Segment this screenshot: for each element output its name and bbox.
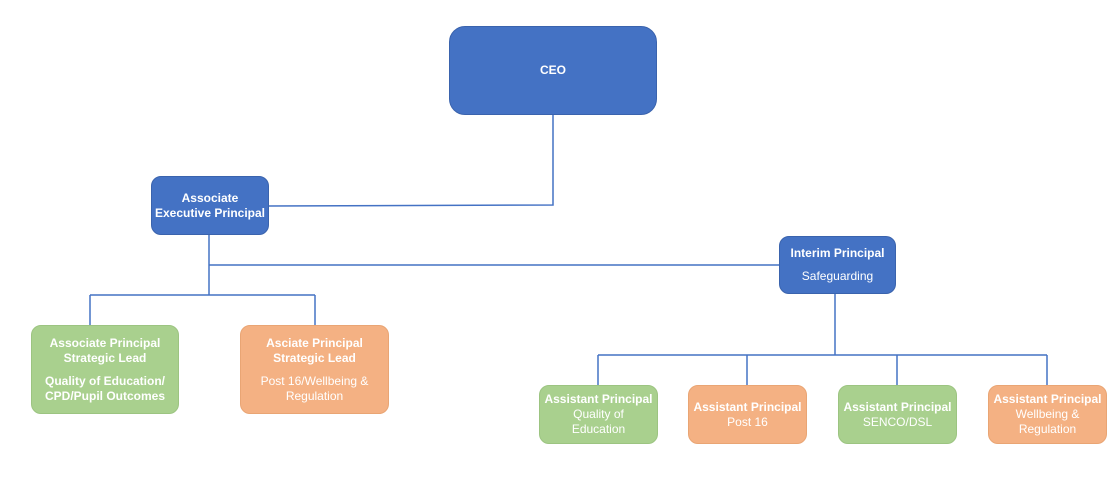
node-label: Executive Principal: [154, 205, 266, 220]
node-detail: Post 16/Wellbeing &: [260, 373, 369, 388]
node-detail: Wellbeing &: [1015, 407, 1080, 421]
node-label: Associate: [181, 190, 239, 205]
node-title: Strategic Lead: [63, 350, 147, 365]
node-ceo[interactable]: CEO: [449, 26, 657, 115]
node-assistant-principal-quality[interactable]: Assistant Principal Quality of Education: [539, 385, 658, 444]
node-assistant-principal-wellbeing[interactable]: Assistant Principal Wellbeing & Regulati…: [988, 385, 1107, 444]
node-detail: Regulation: [1018, 422, 1077, 436]
node-title: Interim Principal: [790, 246, 885, 260]
node-title: Strategic Lead: [273, 350, 356, 365]
node-detail: SENCO/DSL: [862, 414, 933, 429]
node-title: Assistant Principal: [843, 399, 952, 414]
node-associate-principal-strategic-lead[interactable]: Associate Principal Strategic Lead Quali…: [31, 325, 179, 414]
node-asciate-principal-strategic-lead[interactable]: Asciate Principal Strategic Lead Post 16…: [240, 325, 389, 414]
node-subtitle: Safeguarding: [801, 269, 874, 283]
node-assistant-principal-post16[interactable]: Assistant Principal Post 16: [688, 385, 807, 444]
node-title: Assistant Principal: [544, 392, 653, 406]
node-detail: Quality of Education/: [44, 373, 165, 388]
node-interim-principal[interactable]: Interim Principal Safeguarding: [779, 236, 896, 294]
node-title: Assistant Principal: [993, 392, 1102, 406]
node-title: Assistant Principal: [693, 399, 802, 414]
node-assistant-principal-senco[interactable]: Assistant Principal SENCO/DSL: [838, 385, 957, 444]
node-detail: Regulation: [285, 388, 344, 403]
node-detail: CPD/Pupil Outcomes: [44, 388, 166, 403]
node-title: Asciate Principal: [266, 335, 363, 350]
node-detail: Post 16: [727, 414, 768, 429]
node-associate-executive-principal[interactable]: Associate Executive Principal: [151, 176, 269, 235]
node-title: Associate Principal: [49, 335, 161, 350]
node-detail: Quality of: [573, 407, 624, 421]
node-ceo-title: CEO: [539, 63, 566, 77]
connector-ceo-assoc-exec: [267, 115, 554, 207]
node-detail: Education: [571, 422, 626, 436]
